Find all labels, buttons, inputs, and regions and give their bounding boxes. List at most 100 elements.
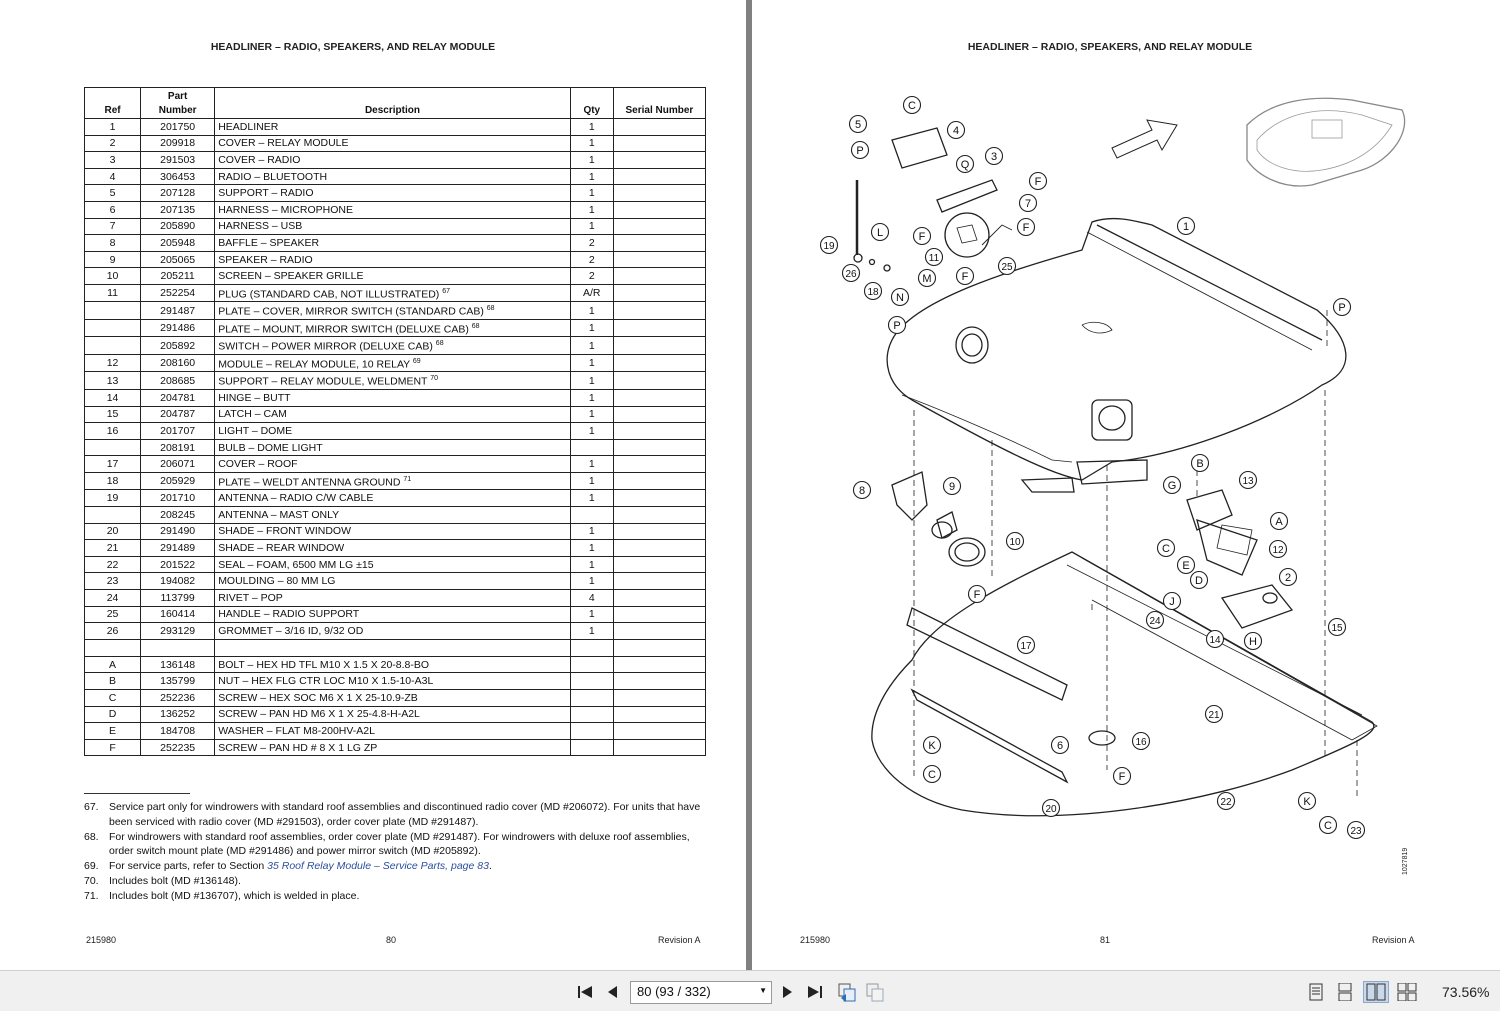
cell-qty: 1 [569, 318, 614, 338]
cell-qty [569, 438, 614, 457]
cell-description: HARNESS – USB [214, 217, 571, 236]
cell-part-number: 205892 [140, 336, 216, 355]
svg-text:F: F [1023, 222, 1030, 234]
relay-support [1186, 489, 1233, 531]
prev-page-icon[interactable] [602, 981, 624, 1003]
cell-description: WASHER – FLAT M8-200HV-A2L [214, 722, 571, 740]
svg-text:8: 8 [859, 485, 865, 497]
cell-part-number: 208191 [140, 438, 216, 457]
zoom-level[interactable]: 73.56% [1442, 984, 1490, 1000]
two-page-icon[interactable] [1363, 981, 1389, 1003]
svg-text:P: P [856, 145, 863, 157]
cell-serial-number [612, 705, 707, 724]
callout-15: 15 [1327, 617, 1347, 637]
cell-description: MODULE – RELAY MODULE, 10 RELAY 69 [214, 353, 571, 373]
cell-description: SUPPORT – RELAY MODULE, WELDMENT 70 [214, 371, 571, 390]
page-80: HEADLINER – RADIO, SPEAKERS, AND RELAY M… [0, 0, 746, 970]
cell-qty: 1 [569, 422, 614, 440]
cell-qty: 1 [569, 336, 614, 355]
svg-text:Q: Q [961, 159, 970, 171]
svg-text:11: 11 [929, 253, 940, 264]
cell-qty: 2 [569, 234, 614, 252]
cell-serial-number [612, 422, 707, 440]
cell-serial-number [612, 506, 707, 524]
callout-p: P [850, 140, 870, 160]
figure-id: 1027819 [1402, 848, 1409, 875]
cell-serial-number [612, 336, 707, 355]
cell-serial-number [612, 539, 707, 557]
cell-qty: 1 [569, 151, 614, 169]
footnote-70: 70.Includes bolt (MD #136148). [84, 874, 241, 887]
cell-description: COVER – RELAY MODULE [214, 134, 571, 153]
cell-description: ANTENNA – RADIO C/W CABLE [214, 489, 571, 507]
callout-23: 23 [1346, 820, 1366, 840]
cell-ref: E [83, 722, 142, 740]
first-page-icon[interactable] [574, 981, 596, 1003]
cell-part-number: 291487 [140, 301, 216, 320]
cell-description: PLUG (STANDARD CAB, NOT ILLUSTRATED) 67 [214, 283, 571, 303]
cell-description: SHADE – REAR WINDOW [214, 539, 571, 557]
section-link[interactable]: 35 Roof Relay Module – Service Parts, pa… [267, 860, 489, 873]
svg-text:1: 1 [1183, 221, 1189, 233]
svg-text:C: C [928, 769, 936, 781]
callout-e: E [1176, 555, 1196, 575]
callout-8: 8 [852, 480, 872, 500]
cell-serial-number [612, 388, 707, 407]
callout-19: 19 [819, 235, 839, 255]
radio [891, 127, 948, 169]
cell-part-number: 201522 [140, 555, 216, 574]
doc-number: 215980 [800, 935, 831, 945]
svg-text:14: 14 [1209, 635, 1221, 646]
cell-qty [569, 506, 614, 524]
two-page-continuous-icon[interactable] [1396, 981, 1418, 1003]
cell-serial-number [612, 522, 707, 541]
cell-description: SPEAKER – RADIO [214, 250, 571, 269]
go-back-icon[interactable] [836, 981, 858, 1003]
callout-9: 9 [942, 476, 962, 496]
cell-part-number: 136148 [140, 655, 216, 674]
callout-24: 24 [1145, 610, 1165, 630]
cell-serial-number [612, 353, 707, 373]
page-number-select[interactable]: 80 (93 / 332) ▼ [630, 981, 772, 1004]
cell-part-number: 204787 [140, 405, 216, 424]
cell-description: LIGHT – DOME [214, 422, 571, 440]
last-page-icon[interactable] [804, 981, 826, 1003]
go-forward-icon[interactable] [864, 981, 886, 1003]
footnote-ref: 68 [471, 322, 480, 330]
cell-qty: 1 [569, 353, 614, 373]
svg-text:L: L [877, 227, 883, 239]
cell-ref: 24 [83, 588, 142, 607]
cell-ref: 2 [83, 134, 142, 153]
next-page-icon[interactable] [776, 981, 798, 1003]
callout-k: K [922, 735, 942, 755]
cell-ref: 3 [83, 151, 142, 169]
cell-part-number: 291489 [140, 539, 216, 557]
cell-description: SWITCH – POWER MIRROR (DELUXE CAB) 68 [214, 336, 571, 355]
cell-serial-number [612, 588, 707, 607]
cell-serial-number [612, 184, 707, 202]
cell-part-number: 136252 [140, 705, 216, 724]
cell-ref [83, 301, 142, 320]
callout-18: 18 [863, 281, 883, 301]
document-viewer[interactable]: HEADLINER – RADIO, SPEAKERS, AND RELAY M… [0, 0, 1500, 970]
revision: Revision A [1372, 935, 1415, 945]
cell-part-number: 205890 [140, 217, 216, 236]
single-page-icon[interactable] [1305, 981, 1327, 1003]
cell-description: LATCH – CAM [214, 405, 571, 424]
cell-ref: F [83, 738, 142, 757]
continuous-icon[interactable] [1334, 981, 1356, 1003]
callout-12: 12 [1268, 539, 1288, 559]
cell-description: HEADLINER [214, 118, 571, 136]
cell-ref: 15 [83, 405, 142, 424]
callout-26: 26 [841, 263, 861, 283]
cell-ref: 9 [83, 250, 142, 269]
